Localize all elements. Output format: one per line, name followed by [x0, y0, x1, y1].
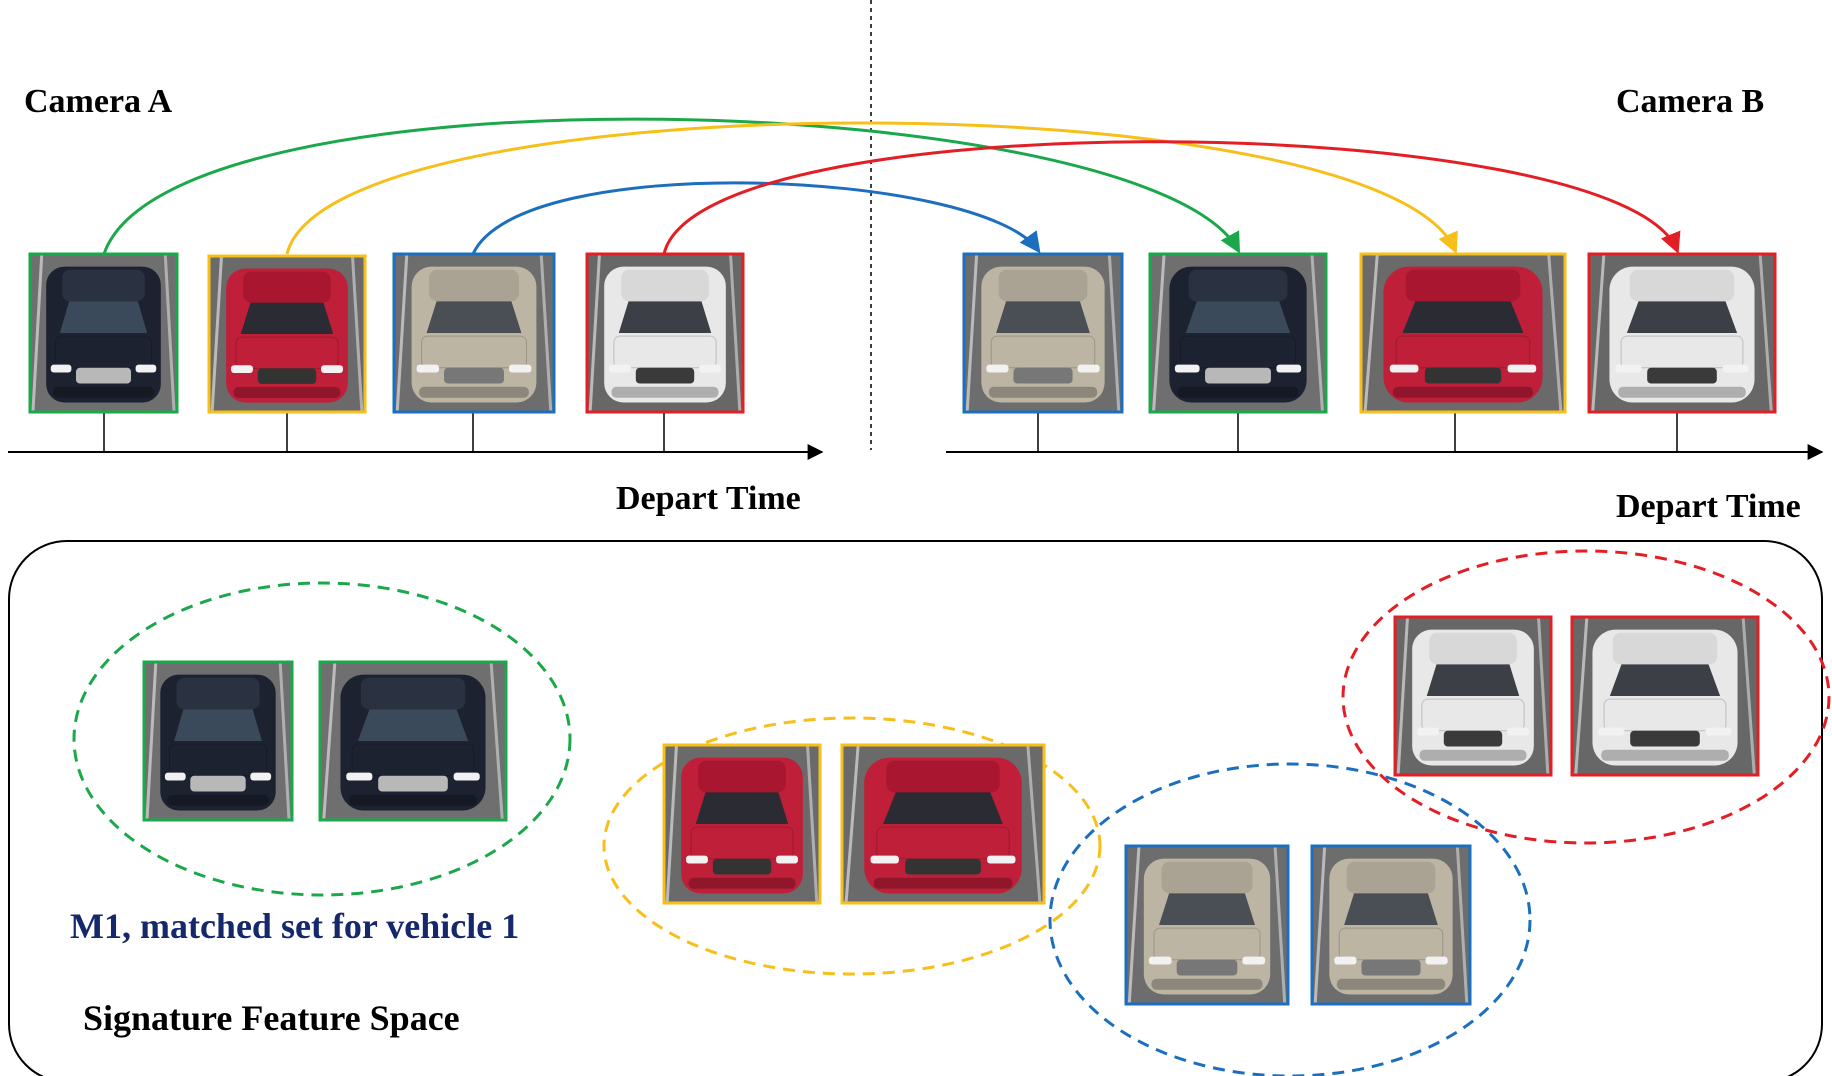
cluster-thumbnail-vehicle-1 [142, 660, 294, 822]
vehicle-thumbnails [28, 252, 1777, 1006]
cluster-thumbnail-vehicle-3 [1310, 844, 1472, 1006]
cluster-thumbnail-vehicle-2 [662, 743, 822, 905]
camera-a-label: Camera A [24, 83, 173, 120]
axis-a-label: Depart Time [616, 480, 801, 517]
camera-b-thumbnail-vehicle-2 [1359, 252, 1567, 414]
cluster-thumbnail-vehicle-1 [318, 660, 508, 822]
m1-matched-set-label: M1, matched set for vehicle 1 [70, 906, 520, 946]
camera-a-thumbnail-vehicle-1 [28, 252, 179, 414]
axis-ticks [103, 412, 1678, 452]
cluster-thumbnail-vehicle-3 [1124, 844, 1290, 1006]
camera-a-thumbnail-vehicle-2 [207, 254, 367, 414]
camera-b-label: Camera B [1616, 83, 1765, 120]
camera-b-thumbnail-vehicle-3 [962, 252, 1124, 414]
signature-feature-space-title: Signature Feature Space [83, 998, 460, 1038]
camera-b-thumbnail-vehicle-4 [1587, 252, 1777, 414]
cluster-yellow [602, 716, 1102, 976]
camera-b-thumbnail-vehicle-1 [1148, 252, 1328, 414]
cluster-thumbnail-vehicle-2 [840, 743, 1046, 905]
cluster-thumbnail-vehicle-4 [1570, 615, 1760, 777]
axis-b-label: Depart Time [1616, 488, 1801, 525]
match-arc-green [102, 117, 1241, 255]
match-arc-red [662, 140, 1681, 255]
cluster-green [72, 581, 572, 897]
cluster-blue [1048, 762, 1532, 1076]
cluster-thumbnail-vehicle-4 [1393, 615, 1553, 777]
camera-a-thumbnail-vehicle-4 [585, 252, 745, 414]
cluster-red [1341, 549, 1831, 845]
feature-space-box [8, 540, 1823, 1076]
camera-a-thumbnail-vehicle-3 [392, 252, 556, 414]
match-arc-blue [471, 181, 1041, 255]
match-arc-yellow [285, 121, 1458, 255]
